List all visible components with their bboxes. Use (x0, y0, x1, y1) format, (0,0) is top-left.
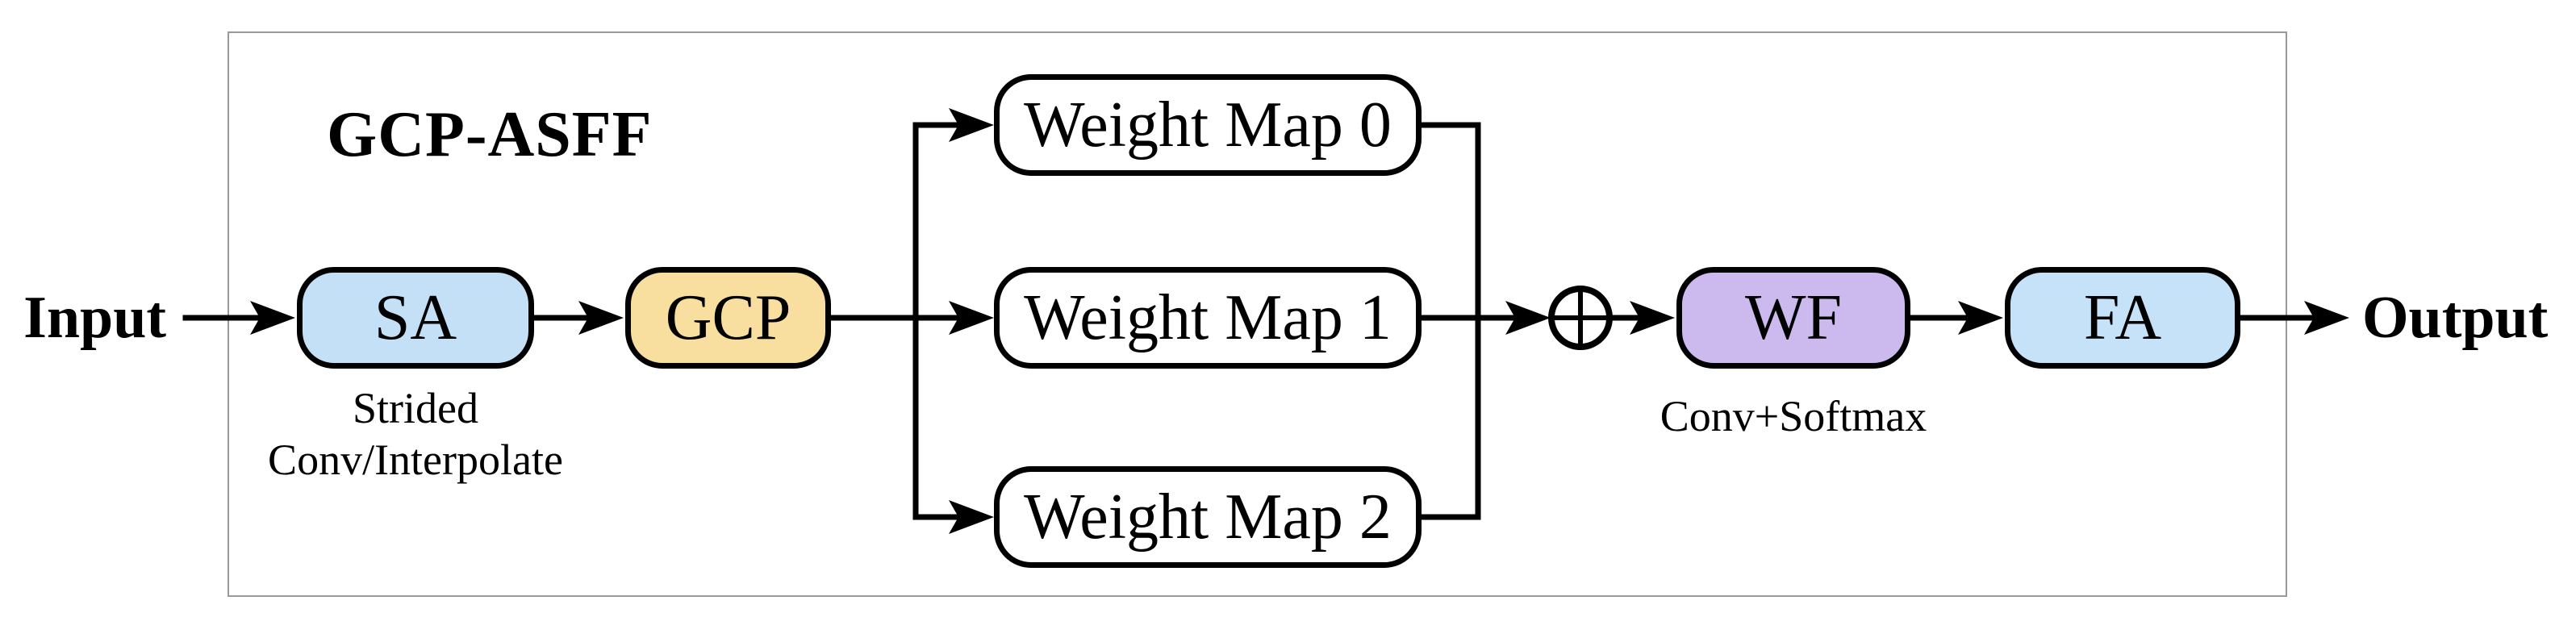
weight-map-0-label: Weight Map 0 (1024, 89, 1392, 161)
input-label: Input (23, 284, 166, 351)
sa-node: SA (297, 267, 534, 369)
merge-collect-lines (1418, 122, 1526, 520)
output-label: Output (2362, 284, 2549, 351)
weight-map-2-label: Weight Map 2 (1024, 481, 1392, 553)
arrow-to-weight-map-0 (949, 108, 994, 142)
diagram-frame (228, 31, 2287, 597)
sa-sublabel: Strided Conv/Interpolate (214, 382, 617, 486)
merge-plus-icon (1548, 286, 1613, 350)
weight-map-0-node: Weight Map 0 (994, 74, 1422, 176)
arrow-merge-to-wf (1607, 301, 1675, 335)
arrow-to-weight-map-2 (949, 500, 994, 534)
arrow-to-weight-map-1 (949, 301, 994, 335)
weight-map-2-node: Weight Map 2 (994, 466, 1422, 568)
branch-split-lines (828, 122, 970, 520)
sa-sublabel-line1: Strided (353, 384, 478, 432)
arrow-wf-to-fa (1907, 301, 2003, 335)
fa-node-label: FA (2083, 282, 2162, 353)
arrow-sa-to-gcp (531, 301, 624, 335)
diagram-title: GCP-ASFF (327, 99, 653, 170)
gcp-node-label: GCP (665, 282, 791, 353)
wf-sublabel: Conv+Softmax (1592, 394, 1995, 439)
wf-node: WF (1676, 267, 1910, 369)
fa-node: FA (2005, 267, 2240, 369)
arrow-input-to-sa (182, 301, 295, 335)
wf-sublabel-line1: Conv+Softmax (1660, 392, 1927, 440)
weight-map-1-label: Weight Map 1 (1024, 282, 1392, 353)
wf-node-label: WF (1745, 282, 1842, 353)
sa-node-label: SA (374, 282, 457, 353)
gcp-node: GCP (625, 267, 831, 369)
arrow-to-merge (1505, 301, 1551, 335)
weight-map-1-node: Weight Map 1 (994, 267, 1422, 369)
sa-sublabel-line2: Conv/Interpolate (268, 436, 563, 484)
arrow-fa-to-output (2237, 301, 2349, 335)
